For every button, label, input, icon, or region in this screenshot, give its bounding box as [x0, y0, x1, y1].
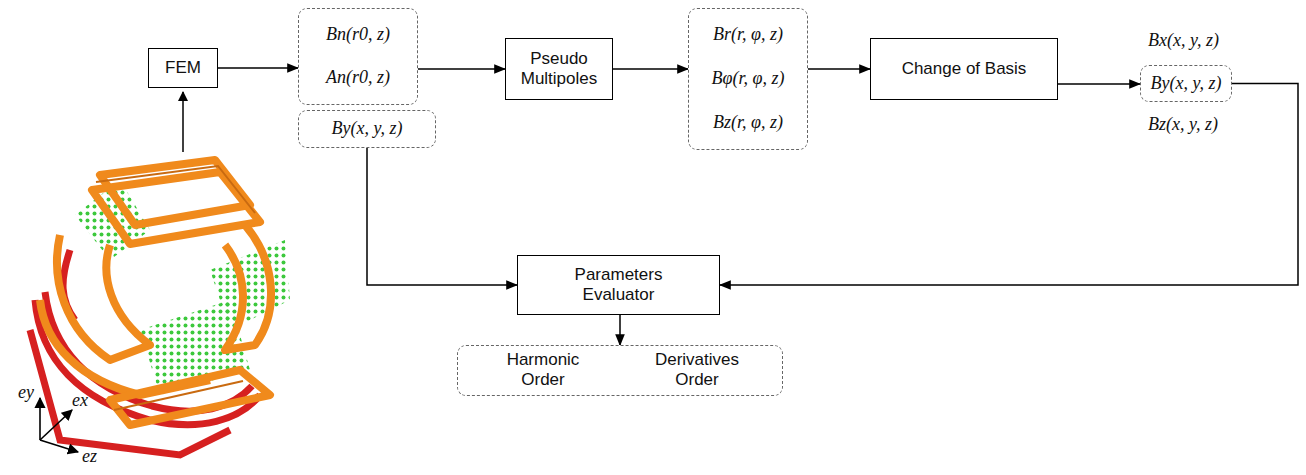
flow-arrow [367, 148, 517, 285]
flow-arrow [1058, 83, 1140, 85]
orange-coils [40, 160, 271, 425]
flow-arrow [808, 68, 870, 70]
axis-label: ez [82, 446, 97, 468]
node-text: Derivatives Order [652, 350, 742, 391]
node-text: Br(r, φ, z) [713, 24, 783, 46]
field-component: Bz(x, y, z) [1148, 114, 1218, 136]
data-group: By(x, y, z) [298, 110, 436, 148]
node-text: Bz(r, φ, z) [713, 112, 783, 134]
node-text: By(x, y, z) [332, 118, 403, 140]
process-box: Parameters Evaluator [517, 255, 720, 315]
node-text: Change of Basis [902, 59, 1027, 79]
axis-label: ex [72, 390, 88, 412]
magnet-illustration [30, 92, 290, 455]
process-box: Pseudo Multipoles [505, 38, 613, 100]
node-text: FEM [165, 58, 201, 78]
axis-label: ey [18, 382, 34, 404]
flow-arrow [613, 68, 688, 70]
node-text: Bφ(r, φ, z) [712, 68, 785, 90]
flow-arrow [418, 68, 505, 70]
node-text: Pseudo Multipoles [514, 49, 604, 90]
data-group: Bn(r0, z) An(r0, z) [298, 8, 418, 105]
input-arrow [182, 92, 184, 152]
data-group: Br(r, φ, z) Bφ(r, φ, z) Bz(r, φ, z) [688, 8, 808, 150]
coil-edges [96, 166, 255, 410]
process-box: FEM [148, 48, 218, 88]
flow-arrow [619, 315, 621, 345]
node-text: Bn(r0, z) [326, 24, 390, 46]
node-text: By(x, y, z) [1151, 73, 1222, 95]
node-text: An(r0, z) [326, 67, 390, 89]
field-component: Bx(x, y, z) [1148, 30, 1219, 52]
flow-arrow [218, 67, 298, 69]
process-box: Change of Basis [870, 38, 1058, 100]
node-text: Parameters Evaluator [559, 265, 679, 306]
data-group: By(x, y, z) [1140, 65, 1232, 102]
node-text: Harmonic Order [498, 350, 588, 391]
output-group: Harmonic Order Derivatives Order [457, 345, 783, 396]
